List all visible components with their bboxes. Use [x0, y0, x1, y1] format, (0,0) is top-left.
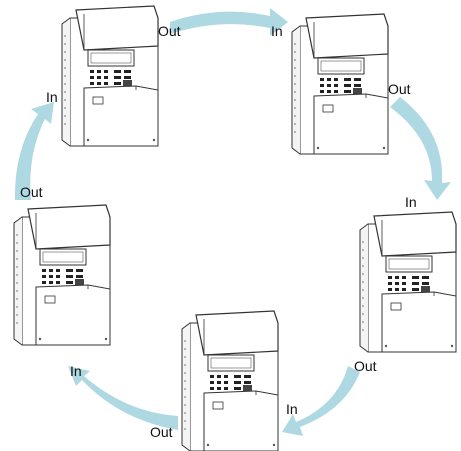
arrow-top	[170, 8, 288, 36]
label-bottom-out: Out	[150, 424, 173, 440]
label-right-out: Out	[354, 358, 377, 374]
arrows	[14, 8, 451, 436]
arrow-bottom-left	[68, 366, 178, 430]
arrow-bottom-right	[282, 366, 360, 436]
panel-unit-top-right	[291, 13, 389, 155]
label-top-left-in: In	[46, 89, 58, 105]
label-bottom-in: In	[286, 401, 298, 417]
label-top-right-in: In	[271, 23, 283, 39]
panel-unit-top-left	[61, 5, 159, 147]
panel-unit-bottom	[181, 310, 279, 451]
panel-unit-left	[13, 204, 111, 346]
label-top-right-out: Out	[388, 81, 411, 97]
label-right-in: In	[405, 194, 417, 210]
label-left-in: In	[70, 363, 82, 379]
arrow-right	[390, 97, 451, 200]
label-top-left-out: Out	[158, 23, 181, 39]
panel-unit-right	[359, 211, 457, 353]
label-left-out: Out	[20, 184, 43, 200]
arrow-left	[14, 102, 55, 200]
